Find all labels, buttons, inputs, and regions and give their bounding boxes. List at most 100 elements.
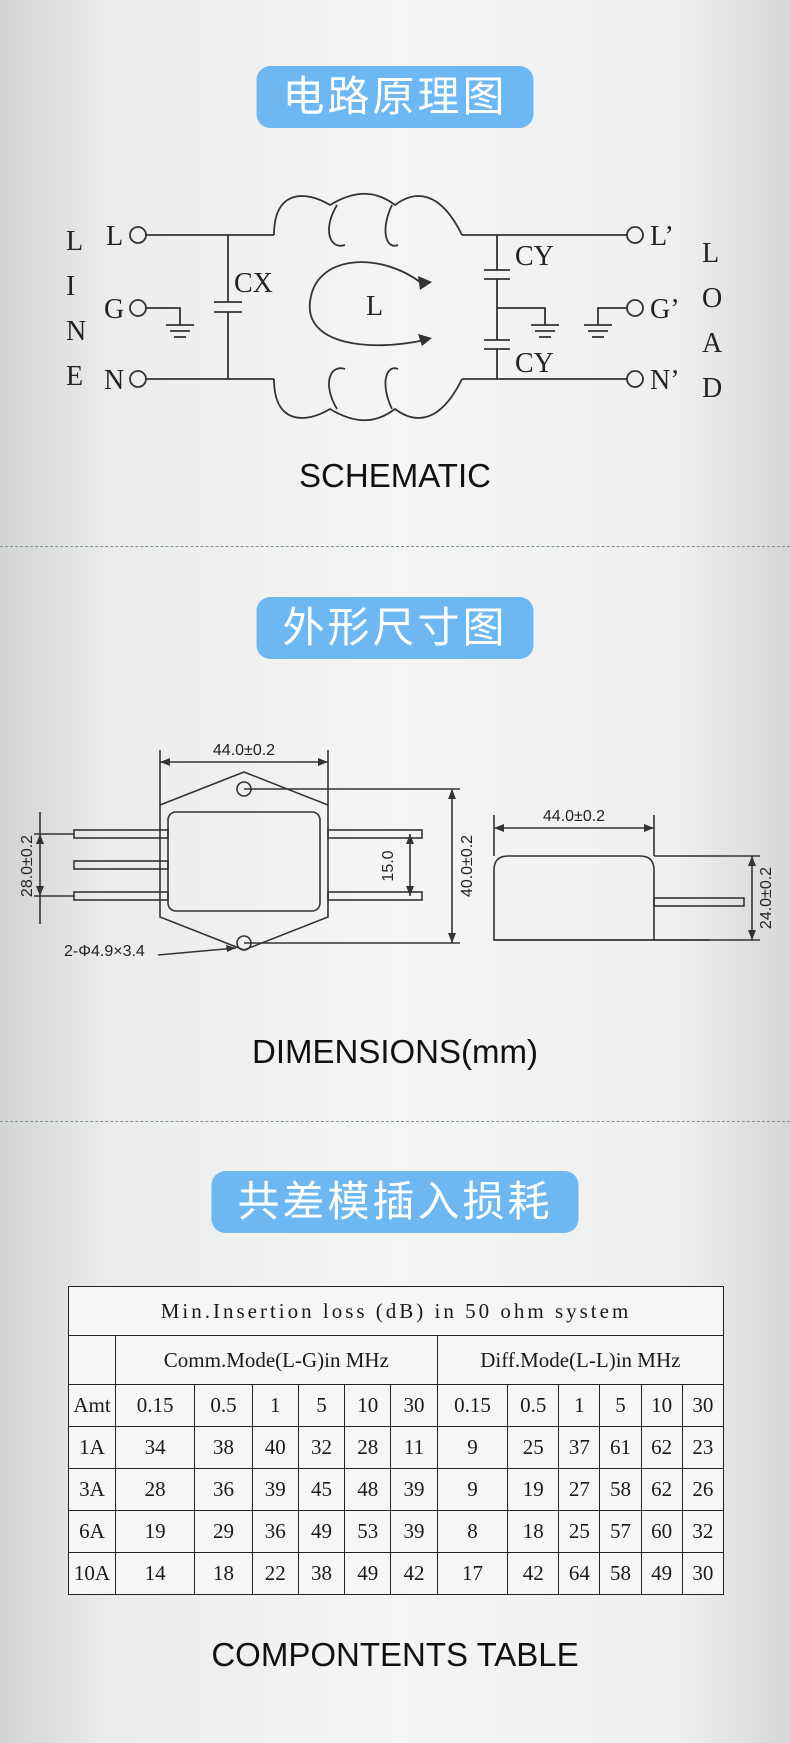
header-cell: 0.5 [507, 1384, 560, 1427]
table-cell: 39 [251, 1468, 299, 1511]
input-l-label: L [106, 221, 123, 252]
table-cell: 40 [251, 1426, 299, 1469]
table-cell: 8 [436, 1510, 509, 1553]
dimensions-drawing: 44.0±0.2 44.0±0.2 28.0±0.2 15.0 40.0±0.2… [19, 742, 775, 960]
body-height-dim: 40.0±0.2 [459, 835, 476, 897]
load-letter-d: D [702, 373, 722, 404]
table-cell: 23 [681, 1426, 725, 1469]
table-cell: 32 [681, 1510, 725, 1553]
header-cell: 1 [251, 1384, 299, 1427]
diff-mode-header: Diff.Mode(L-L)in MHz [436, 1335, 725, 1385]
table-cell: 58 [599, 1552, 642, 1595]
insertion-loss-table: Min.Insertion loss (dB) in 50 ohm system… [68, 1286, 725, 1595]
divider-1 [0, 546, 790, 547]
table-cell: 62 [640, 1468, 683, 1511]
table-row: 6A 19 29 36 49 53 39 8 18 25 57 60 32 [68, 1510, 725, 1553]
line-letter-n: N [66, 316, 86, 347]
table-cell: 26 [681, 1468, 725, 1511]
header-cell: 10 [640, 1384, 683, 1427]
dimensions-heading: 外形尺寸图 [256, 597, 534, 659]
schematic-diagram: L I N E L G N CX L CY CY L’ G’ N’ L O A … [66, 192, 723, 422]
load-letter-a: A [702, 328, 723, 359]
table-cell: 36 [194, 1468, 253, 1511]
header-cell: 30 [390, 1384, 438, 1427]
header-cell: Amt [68, 1384, 116, 1427]
table-cell: 64 [558, 1552, 601, 1595]
table-row: 10A 14 18 22 38 49 42 17 42 64 58 49 30 [68, 1552, 725, 1595]
table-cell: 60 [640, 1510, 683, 1553]
header-cell: 1 [558, 1384, 601, 1427]
table-cell: 25 [558, 1510, 601, 1553]
table-cell: 17 [436, 1552, 509, 1595]
line-letter-i: I [66, 271, 75, 302]
pin-span-dim: 28.0±0.2 [19, 835, 36, 897]
inductor-label: L [366, 291, 383, 322]
table-row: 3A 28 36 39 45 48 39 9 19 27 58 62 26 [68, 1468, 725, 1511]
holes-label: 2-Φ4.9×3.4 [64, 943, 145, 960]
table-cell: 29 [194, 1510, 253, 1553]
mode-blank-cell [68, 1335, 116, 1385]
table-cell: 57 [599, 1510, 642, 1553]
table-cell: 37 [558, 1426, 601, 1469]
cx-label: CX [234, 268, 273, 299]
table-cell: 58 [599, 1468, 642, 1511]
table-cell: 27 [558, 1468, 601, 1511]
header-cell: 5 [599, 1384, 642, 1427]
table-title-row: Min.Insertion loss (dB) in 50 ohm system [68, 1286, 724, 1336]
header-cell: 0.15 [436, 1384, 509, 1427]
pin-pitch-dim: 15.0 [380, 850, 397, 881]
cy-top-label: CY [515, 241, 554, 272]
comm-mode-header: Comm.Mode(L-G)in MHz [115, 1335, 438, 1385]
table-cell: 36 [251, 1510, 299, 1553]
table-mode-row: Comm.Mode(L-G)in MHz Diff.Mode(L-L)in MH… [68, 1335, 725, 1385]
table-cell: 11 [390, 1426, 438, 1469]
cy-bottom-label: CY [515, 348, 554, 379]
table-cell: 18 [507, 1510, 560, 1553]
table-cell: 19 [114, 1510, 196, 1553]
header-cell: 0.15 [114, 1384, 196, 1427]
output-g-label: G’ [650, 294, 680, 325]
side-height-dim: 24.0±0.2 [758, 867, 775, 929]
header-cell: 30 [681, 1384, 725, 1427]
side-width-dim: 44.0±0.2 [543, 808, 605, 825]
table-cell: 25 [507, 1426, 560, 1469]
load-letter-o: O [702, 283, 722, 314]
schematic-caption: SCHEMATIC [299, 457, 491, 494]
table-cell: 1A [68, 1426, 116, 1469]
table-cell: 28 [344, 1426, 392, 1469]
table-cell: 6A [68, 1510, 116, 1553]
input-g-label: G [104, 294, 124, 325]
table-cell: 49 [297, 1510, 346, 1553]
divider-2 [0, 1121, 790, 1122]
table-cell: 34 [114, 1426, 196, 1469]
schematic-heading: 电路原理图 [256, 66, 534, 128]
table-cell: 39 [390, 1468, 438, 1511]
table-row: 1A 34 38 40 32 28 11 9 25 37 61 62 23 [68, 1426, 725, 1469]
table-cell: 32 [297, 1426, 346, 1469]
table-cell: 30 [681, 1552, 725, 1595]
header-cell: 10 [344, 1384, 392, 1427]
line-letter-l: L [66, 226, 83, 257]
table-cell: 49 [344, 1552, 392, 1595]
table-cell: 49 [640, 1552, 683, 1595]
table-cell: 53 [344, 1510, 392, 1553]
dimensions-caption: DIMENSIONS(mm) [252, 1033, 538, 1070]
output-n-label: N’ [650, 365, 680, 396]
front-width-dim: 44.0±0.2 [213, 742, 275, 759]
table-cell: 61 [599, 1426, 642, 1469]
table-cell: 48 [344, 1468, 392, 1511]
table-cell: 38 [194, 1426, 253, 1469]
table-cell: 45 [297, 1468, 346, 1511]
output-l-label: L’ [650, 221, 674, 252]
table-cell: 19 [507, 1468, 560, 1511]
insertion-loss-heading: 共差模插入损耗 [211, 1171, 579, 1233]
table-cell: 38 [297, 1552, 346, 1595]
table-cell: 9 [436, 1468, 509, 1511]
table-cell: 18 [194, 1552, 253, 1595]
table-cell: 28 [114, 1468, 196, 1511]
insertion-loss-caption: COMPONTENTS TABLE [211, 1636, 579, 1673]
input-n-label: N [104, 365, 124, 396]
line-letter-e: E [66, 361, 83, 392]
table-cell: 3A [68, 1468, 116, 1511]
load-letter-l: L [702, 238, 719, 269]
